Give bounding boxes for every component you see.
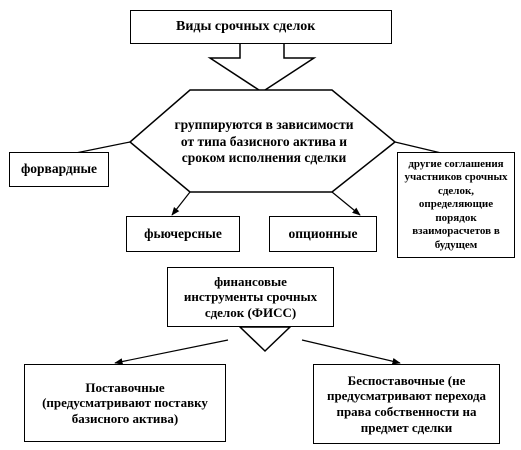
arrow-to-non-delivery [301, 339, 401, 365]
arrow-to-delivery [114, 339, 229, 365]
title-box: Виды срочных сделок [130, 10, 392, 44]
arrow-to-options [331, 191, 361, 216]
fiss-down-notch-arrow [238, 326, 292, 353]
forward-box: форвардные [9, 152, 109, 187]
futures-box: фьючерсные [126, 216, 240, 252]
delivery-box: Поставочные (предусматривают поставку ба… [24, 364, 226, 442]
arrow-to-futures [171, 191, 191, 216]
title-down-block-arrow [207, 42, 317, 93]
grouping-label: группируются в зависимости от типа базис… [174, 116, 354, 166]
options-box: опционные [269, 216, 377, 252]
fiss-box: финансовые инструменты срочных сделок (Ф… [167, 267, 334, 327]
other-agreements-box: другие соглашения участников срочных сде… [397, 152, 515, 258]
non-delivery-box: Беспоставочные (не предусматривают перех… [313, 364, 500, 444]
